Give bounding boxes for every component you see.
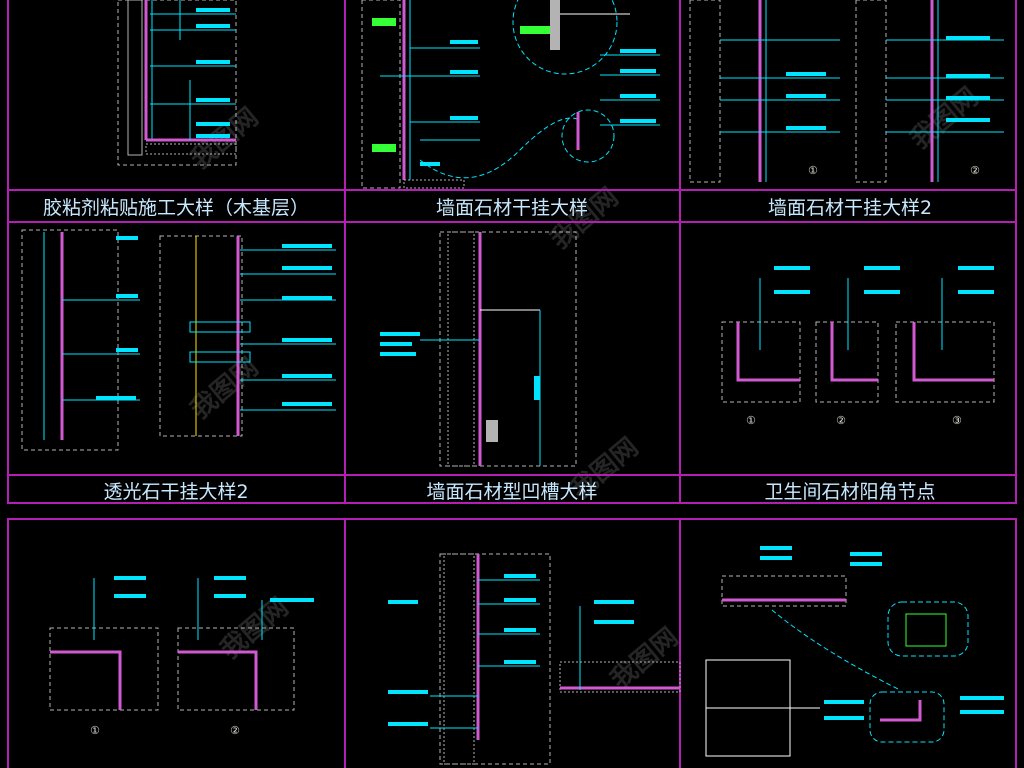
panel-title: 透光石干挂大样2 (103, 481, 248, 503)
detail-mark: ② (970, 164, 980, 177)
detail-drawing-9 (705, 546, 1004, 757)
panel-title: 墙面石材型凹槽大样 (426, 481, 597, 503)
panel-title: 墙面石材干挂大样 (436, 197, 588, 219)
detail-mark: ① (90, 724, 100, 737)
watermark: 我图网 我图网 我图网 我图网 我图网 我图网 我图网 (185, 82, 984, 695)
detail-mark: ② (230, 724, 240, 737)
detail-drawing-4 (21, 229, 336, 451)
panel-title: 卫生间石材阳角节点 (764, 481, 935, 503)
detail-mark: ① (746, 414, 756, 427)
panel-title: 墙面石材干挂大样2 (768, 197, 932, 219)
detail-drawing-7: ① ② (49, 576, 314, 737)
detail-drawing-1 (117, 0, 237, 166)
frame-lower (7, 518, 1017, 768)
detail-drawing-8 (388, 553, 681, 765)
detail-drawing-5 (380, 231, 577, 467)
detail-mark: ③ (952, 414, 962, 427)
detail-drawing-3: ① ② (689, 0, 1004, 183)
panel-titles: 胶粘剂粘贴施工大样（木基层） 墙面石材干挂大样 墙面石材干挂大样2 透光石干挂大… (43, 197, 936, 503)
svg-text:我图网: 我图网 (185, 352, 264, 425)
svg-text:我图网: 我图网 (605, 622, 684, 695)
panel-title: 胶粘剂粘贴施工大样（木基层） (43, 197, 309, 219)
detail-drawing-6: ① ② ③ (721, 266, 995, 427)
detail-mark: ① (808, 164, 818, 177)
detail-drawing-2 (361, 0, 660, 189)
detail-mark: ② (836, 414, 846, 427)
frame-upper (7, 0, 1017, 504)
